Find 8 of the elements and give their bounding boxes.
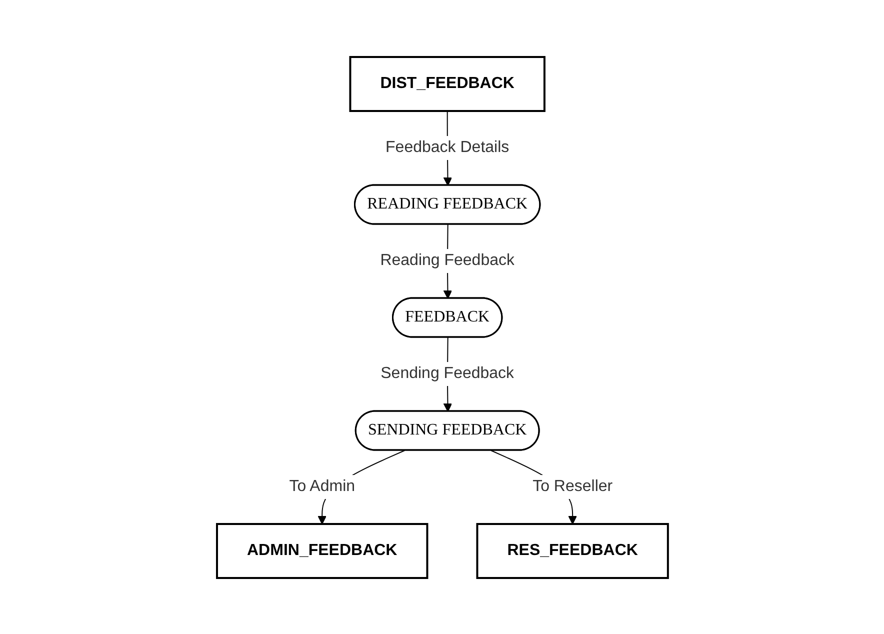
edge-label: To Reseller (532, 478, 612, 494)
edge-label: Feedback Details (385, 138, 509, 156)
edge-label: Sending Feedback (380, 364, 514, 382)
node-box: ADMIN_FEEDBACK (216, 522, 428, 578)
node-box: DIST_FEEDBACK (348, 56, 545, 112)
edge-label: To Admin (288, 478, 355, 494)
edge-label: Reading Feedback (380, 252, 514, 268)
node-box: RES_FEEDBACK (476, 522, 668, 578)
